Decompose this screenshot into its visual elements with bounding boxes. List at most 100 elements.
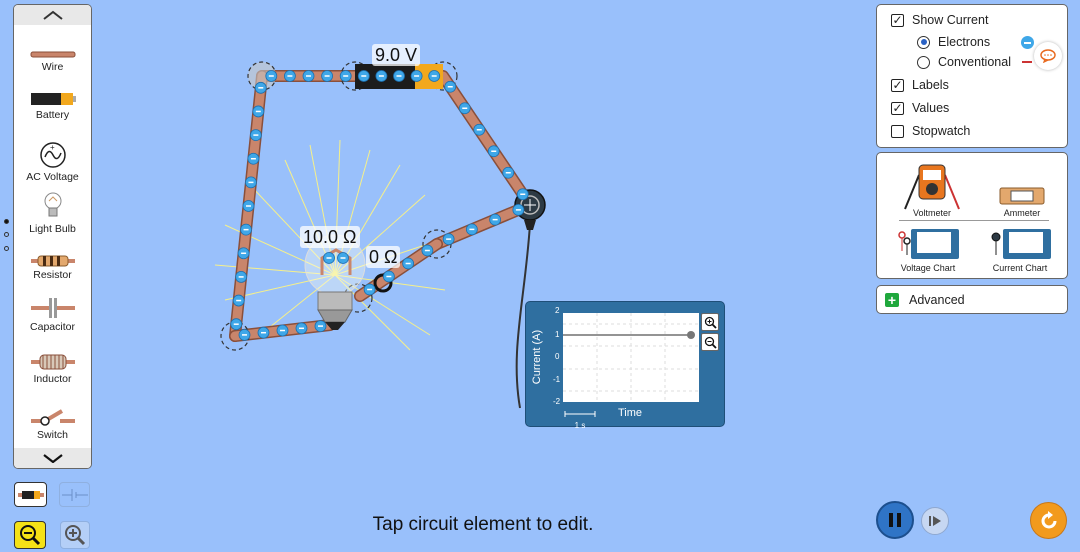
advanced-panel-toggle[interactable]: + Advanced [876,285,1068,314]
toolbox-item-resistor[interactable]: Resistor [14,255,91,281]
zoom-out-icon [20,525,41,546]
stopwatch-checkbox[interactable]: Stopwatch [891,124,970,138]
radio-unselected-icon [917,55,930,69]
page-dot-3[interactable] [4,246,9,251]
chevron-up-icon [42,10,63,20]
toolbox-item-label: Capacitor [30,321,75,333]
chart-zoom-in-button[interactable] [701,313,719,331]
toolbox-scroll-up-button[interactable] [14,5,91,25]
checkbox-unchecked-icon [891,124,904,138]
toolbox-item-light-bulb[interactable]: Light Bulb [14,191,91,235]
zoom-in-icon [704,316,717,329]
chart-cursor-dot [687,331,695,339]
wire-selection-ring[interactable] [373,273,393,293]
toolbox-item-battery[interactable]: Battery [14,91,91,121]
advanced-label: Advanced [909,292,965,307]
ammeter-label: Ammeter [1003,208,1041,218]
battery-view-icon [17,490,44,499]
option-label: Stopwatch [912,124,971,138]
page-dot-2[interactable] [4,232,9,237]
option-label: Conventional [938,55,1011,69]
voltage-chart-tool[interactable]: Voltage Chart [893,227,963,275]
chart-zoom-out-button[interactable] [701,333,719,351]
plus-icon: + [885,292,899,308]
toolbox-item-capacitor[interactable]: Capacitor [14,297,91,333]
sensor-divider [899,220,1049,221]
view-options-panel: ✓Show Current Electrons Conventional ✓La… [876,4,1068,148]
zoom-in-icon [65,525,86,546]
voltmeter-tool[interactable]: Voltmeter [897,161,967,221]
wire-icon [30,51,75,58]
wire-resistance-label: 0 Ω [366,246,401,268]
toolbox-scroll-down-button[interactable] [14,448,91,468]
values-checkbox[interactable]: ✓ Values [891,101,949,115]
light-bulb-component[interactable] [304,234,366,330]
zoom-out-icon [704,336,717,349]
conventional-radio[interactable]: Conventional [917,55,1011,69]
resistor-icon [30,255,75,267]
electron-particles [230,70,529,341]
speech-bubble-button[interactable] [1034,42,1062,70]
toolbox-item-wire[interactable]: Wire [14,51,91,73]
svg-text:+: + [50,143,55,152]
current-chart-tool[interactable]: Current Chart [985,227,1055,275]
toolbox-item-ac-voltage[interactable]: + AC Voltage [14,141,91,183]
capacitor-icon [30,298,75,318]
checkbox-checked-icon: ✓ [891,78,904,92]
reset-icon [1041,510,1056,528]
option-label: Show Current [912,13,989,27]
toolbox-item-label: Light Bulb [29,223,76,235]
chart-grid [563,313,699,402]
chart-time-scale: 1 s [564,404,596,430]
schematic-battery-icon [61,488,88,501]
toolbox-item-label: AC Voltage [26,171,79,183]
bulb-resistance-label: 10.0 Ω [300,226,360,248]
wire-segments [229,70,536,342]
ammeter-tool[interactable]: Ammeter [997,187,1047,223]
current-chart-panel[interactable]: 2 1 0 -1 -2 Current (A) 1 s Time [525,301,725,430]
toolbox-item-label: Switch [37,429,68,441]
page-dot-1[interactable] [4,219,9,224]
sensor-toolbox: Voltmeter Ammeter Voltage Chart Current … [876,152,1068,279]
chart-y-label: Current (A) [531,329,543,385]
lifelike-view-button[interactable] [14,482,47,507]
toolbox-item-switch[interactable]: Switch [14,407,91,441]
toolbox-item-label: Battery [35,109,70,121]
current-chart-icon [991,229,1051,259]
ac-voltage-icon: + [39,142,66,168]
chart-plot-area [563,313,699,402]
light-bulb-icon [44,192,61,217]
pause-button[interactable] [876,501,914,539]
chart-ytick: 2 [555,306,560,315]
voltage-chart-icon [898,229,959,259]
toolbox-item-label: Inductor [33,373,72,385]
voltage-chart-label: Voltage Chart [900,263,956,273]
battery-voltage-label: 9.0 V [372,44,421,66]
chart-ytick: 1 [555,330,560,339]
switch-icon [30,409,75,426]
option-label: Electrons [938,35,991,49]
labels-checkbox[interactable]: ✓Labels [891,78,949,92]
voltmeter-icon [904,164,960,210]
pause-icon [889,513,901,527]
electrons-radio[interactable]: Electrons [917,35,990,49]
zoom-out-button[interactable] [14,521,46,549]
conventional-arrow-icon [1022,61,1032,63]
status-hint: Tap circuit element to edit. [372,514,594,535]
zoom-in-button[interactable] [60,521,90,549]
show-current-checkbox[interactable]: ✓Show Current [891,13,988,27]
toolbox-item-label: Wire [41,61,64,73]
option-label: Values [912,101,950,115]
voltmeter-label: Voltmeter [912,208,952,218]
reset-button[interactable] [1030,502,1067,539]
step-forward-button[interactable] [921,507,949,535]
battery-icon [30,93,76,105]
radio-selected-icon [917,35,930,49]
scale-bar-icon [564,411,596,417]
toolbox-item-inductor[interactable]: Inductor [14,353,91,385]
current-chart-label: Current Chart [992,263,1048,273]
chart-x-label: Time [618,407,643,419]
schematic-view-button[interactable] [59,482,90,507]
checkbox-checked-icon: ✓ [891,101,904,115]
